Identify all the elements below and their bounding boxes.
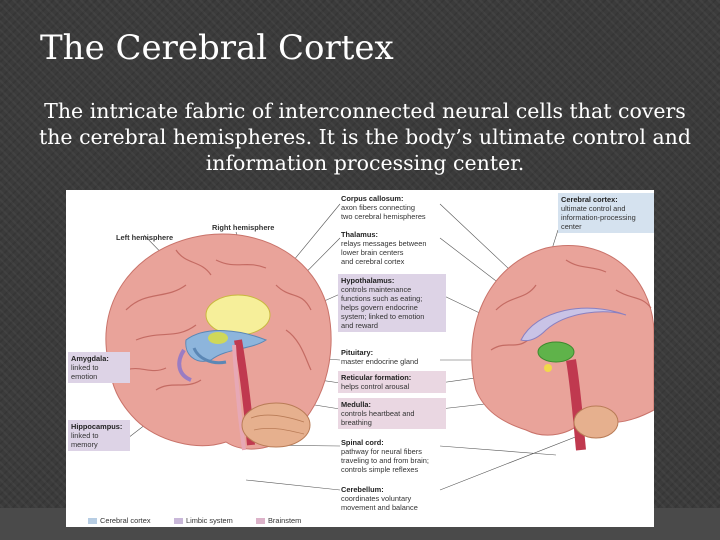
callout-line: coordinates voluntary xyxy=(341,494,443,503)
reticular-formation-title: Reticular formation: xyxy=(341,373,443,382)
amygdala-callout: Amygdala: linked to emotion xyxy=(68,352,130,383)
legend-label: Limbic system xyxy=(186,516,233,525)
amygdala-line: emotion xyxy=(71,372,127,381)
hypothalamus-title: Hypothalamus: xyxy=(341,276,443,285)
callout-line: and cerebral cortex xyxy=(341,257,443,266)
left-brain-cutaway xyxy=(106,234,331,450)
thalamus-title: Thalamus: xyxy=(341,230,443,239)
hippocampus-line: memory xyxy=(71,440,127,449)
cerebral-cortex-callout: Cerebral cortex: ultimate control and in… xyxy=(558,193,654,233)
spinal-cord-callout: Spinal cord: pathway for neural fibers t… xyxy=(338,436,450,476)
legend-brainstem: Brainstem xyxy=(256,516,301,525)
callout-line: lower brain centers xyxy=(341,248,443,257)
callout-line: movement and balance xyxy=(341,503,443,512)
legend-cerebral-cortex: Cerebral cortex xyxy=(88,516,151,525)
callout-line: helps govern endocrine xyxy=(341,303,443,312)
brain-diagram: Left hemisphere Right hemisphere Amygdal… xyxy=(66,190,654,527)
cerebellum-callout: Cerebellum: coordinates voluntary moveme… xyxy=(338,483,446,514)
legend-swatch xyxy=(88,518,97,524)
callout-line: breathing xyxy=(341,418,443,427)
thalamus-callout: Thalamus: relays messages between lower … xyxy=(338,228,446,268)
hippocampus-title: Hippocampus: xyxy=(71,422,127,431)
medulla-callout: Medulla: controls heartbeat and breathin… xyxy=(338,398,446,429)
reticular-formation-callout: Reticular formation: helps control arous… xyxy=(338,371,446,393)
callout-line: traveling to and from brain; xyxy=(341,456,447,465)
legend-label: Brainstem xyxy=(268,516,301,525)
right-brain-sagittal xyxy=(472,246,654,450)
callout-line: relays messages between xyxy=(341,239,443,248)
callout-line: ultimate control and xyxy=(561,204,651,213)
corpus-callosum-title: Corpus callosum: xyxy=(341,194,443,203)
hippocampus-line: linked to xyxy=(71,431,127,440)
callout-line: and reward xyxy=(341,321,443,330)
medulla-title: Medulla: xyxy=(341,400,443,409)
pituitary-callout: Pituitary: master endocrine gland xyxy=(338,346,446,368)
legend-limbic-system: Limbic system xyxy=(174,516,233,525)
corpus-callosum-callout: Corpus callosum: axon fibers connecting … xyxy=(338,192,446,223)
amygdala-title: Amygdala: xyxy=(71,354,127,363)
amygdala-line: linked to xyxy=(71,363,127,372)
callout-line: helps control arousal xyxy=(341,382,443,391)
cerebellum-title: Cerebellum: xyxy=(341,485,443,494)
spinal-cord-title: Spinal cord: xyxy=(341,438,447,447)
hypothalamus-callout: Hypothalamus: controls maintenance funct… xyxy=(338,274,446,332)
callout-line: center xyxy=(561,222,651,231)
callout-line: axon fibers connecting xyxy=(341,203,443,212)
legend-label: Cerebral cortex xyxy=(100,516,151,525)
pituitary-title: Pituitary: xyxy=(341,348,443,357)
hippocampus-callout: Hippocampus: linked to memory xyxy=(68,420,130,451)
callout-line: controls simple reflexes xyxy=(341,465,447,474)
callout-line: controls maintenance xyxy=(341,285,443,294)
slide-body-text: The intricate fabric of interconnected n… xyxy=(30,98,700,176)
callout-line: system; linked to emotion xyxy=(341,312,443,321)
callout-line: functions such as eating; xyxy=(341,294,443,303)
callout-line: controls heartbeat and xyxy=(341,409,443,418)
cerebral-cortex-title: Cerebral cortex: xyxy=(561,195,651,204)
legend-swatch xyxy=(174,518,183,524)
callout-line: master endocrine gland xyxy=(341,357,443,366)
callout-line: information-processing xyxy=(561,213,651,222)
callout-line: pathway for neural fibers xyxy=(341,447,447,456)
left-hemisphere-label: Left hemisphere xyxy=(116,233,173,242)
right-hemisphere-label: Right hemisphere xyxy=(212,223,274,232)
slide-title: The Cerebral Cortex xyxy=(40,28,394,68)
callout-line: two cerebral hemispheres xyxy=(341,212,443,221)
legend-swatch xyxy=(256,518,265,524)
